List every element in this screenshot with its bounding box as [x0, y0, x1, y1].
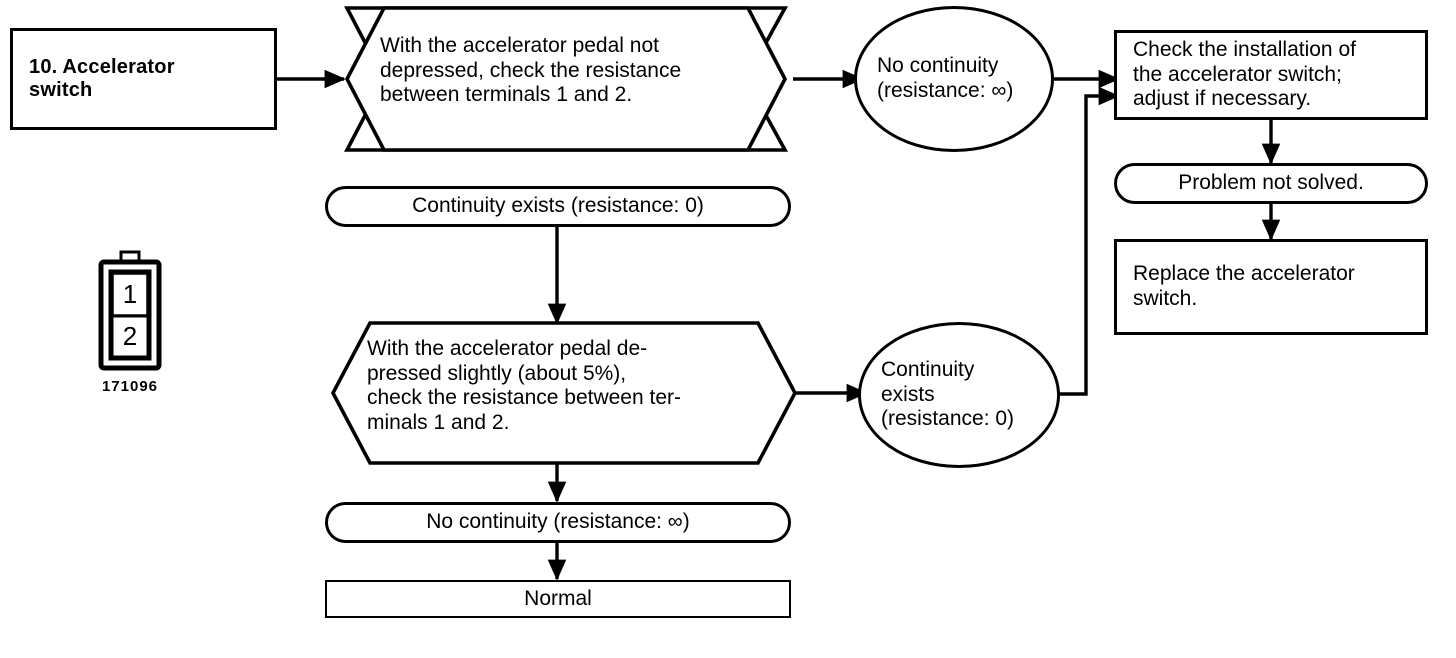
hexagon-shape [344, 6, 789, 152]
connector-terminal-2-label: 2 [122, 321, 138, 351]
connector-part-number: 171096 [101, 378, 159, 395]
edge-continuity2-to-check [1041, 86, 1120, 396]
node-label: Problem not solved. [1178, 171, 1364, 195]
node-result-no-continuity-2[interactable]: No continuity (resistance: ∞) [325, 502, 791, 543]
node-result-no-continuity-1[interactable]: No continuity (resistance: ∞) [854, 6, 1054, 152]
node-normal[interactable]: Normal [325, 580, 791, 618]
connector-terminal-1-label: 1 [122, 279, 138, 309]
node-result-continuity-1[interactable]: Continuity exists (resistance: 0) [325, 186, 791, 227]
node-action-check-installation[interactable]: Check the installation of the accelerato… [1114, 30, 1428, 120]
node-test1-hexagon[interactable]: With the accelerator pedal not depressed… [336, 4, 796, 154]
accelerator-switch-connector-figure: 1 2 [95, 250, 165, 372]
node-problem-not-solved[interactable]: Problem not solved. [1114, 163, 1428, 204]
node-label: Continuity exists (resistance: 0) [412, 194, 704, 218]
node-label: No continuity (resistance: ∞) [426, 510, 690, 534]
connector-icon [98, 250, 162, 371]
hexagon-shape [330, 321, 798, 465]
node-label: Check the installation of the accelerato… [1133, 38, 1356, 111]
node-label: Continuity exists (resistance: 0) [881, 358, 1015, 431]
node-label: 10. Accelerator switch [29, 55, 175, 101]
node-label: Normal [524, 586, 592, 610]
node-result-continuity-2[interactable]: Continuity exists (resistance: 0) [858, 322, 1060, 468]
node-label: No continuity (resistance: ∞) [877, 54, 1014, 102]
node-label: With the accelerator pedal de- pressed s… [367, 337, 681, 434]
node-test2-hexagon[interactable]: With the accelerator pedal de- pressed s… [330, 320, 798, 466]
node-action-replace-switch[interactable]: Replace the accelerator switch. [1114, 239, 1428, 335]
node-label: With the accelerator pedal not depressed… [380, 34, 682, 107]
node-start-accelerator-switch[interactable]: 10. Accelerator switch [10, 28, 277, 130]
node-label: Replace the accelerator switch. [1133, 262, 1355, 310]
